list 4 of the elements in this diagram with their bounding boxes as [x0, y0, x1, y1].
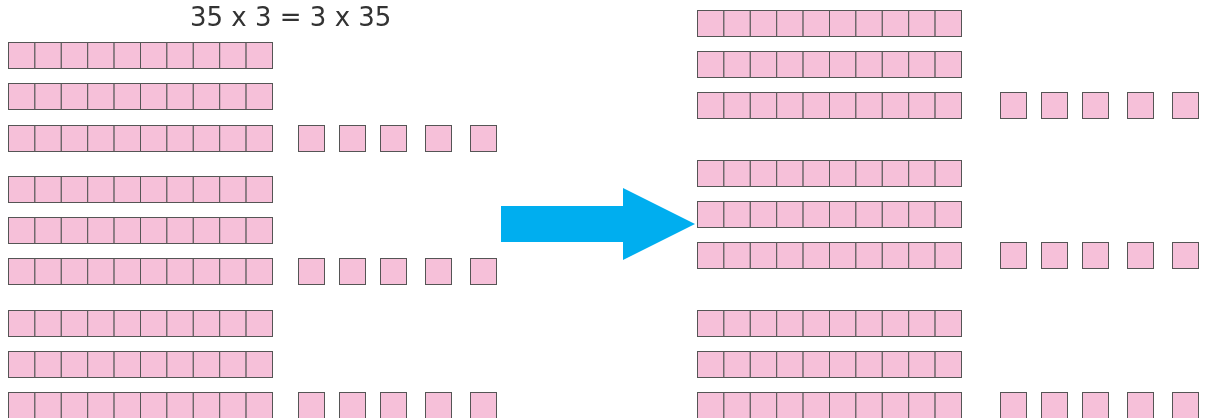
base-ten-blocks-drawing: [8, 42, 497, 418]
base-ten-blocks-drawing: [697, 10, 1199, 418]
equation-text: 35 x 3 = 3 x 35: [190, 2, 392, 32]
arrow: [501, 188, 695, 260]
